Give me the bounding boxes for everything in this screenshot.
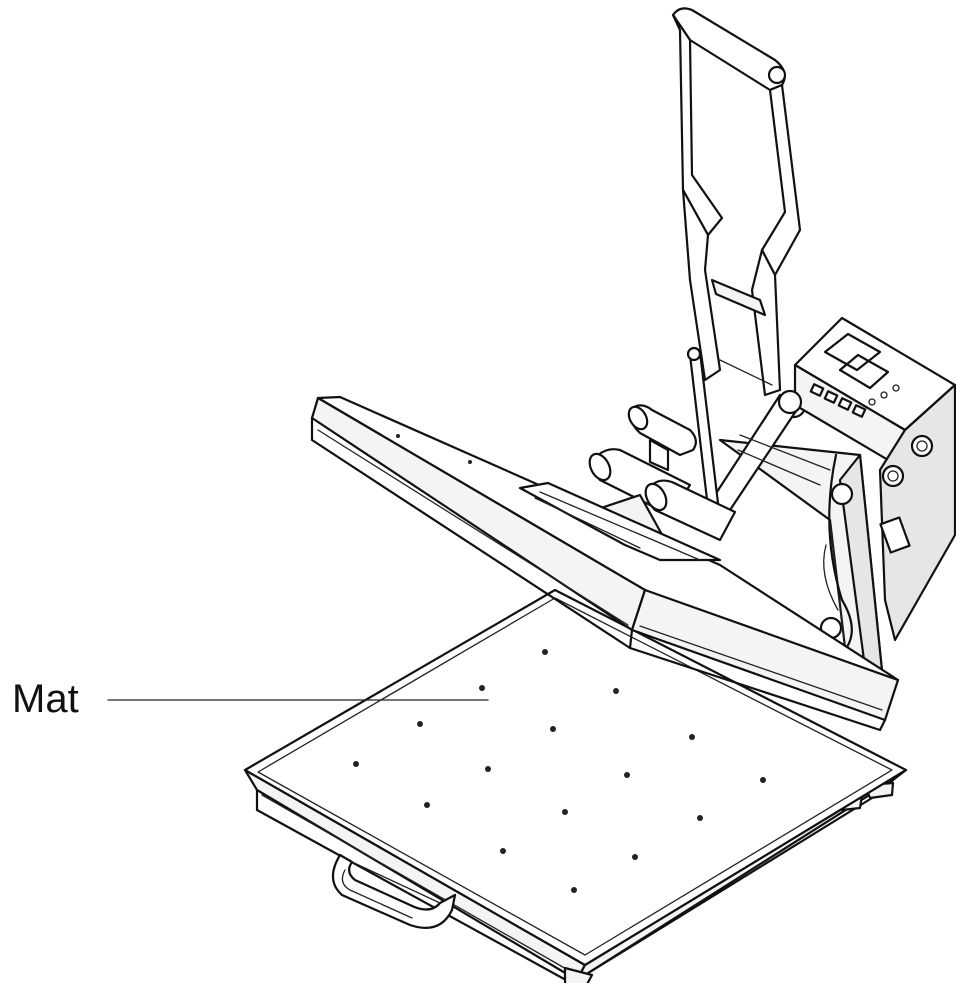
base-handle xyxy=(331,853,457,929)
mat xyxy=(243,588,908,967)
press-handle xyxy=(671,7,802,397)
callout-mat: Mat xyxy=(12,677,489,721)
linkage xyxy=(686,346,831,535)
upper-platen xyxy=(310,395,900,732)
callout-label-mat: Mat xyxy=(12,677,79,721)
control-box xyxy=(793,316,956,642)
mat-holes xyxy=(353,649,766,893)
pressure-knob xyxy=(627,404,697,472)
